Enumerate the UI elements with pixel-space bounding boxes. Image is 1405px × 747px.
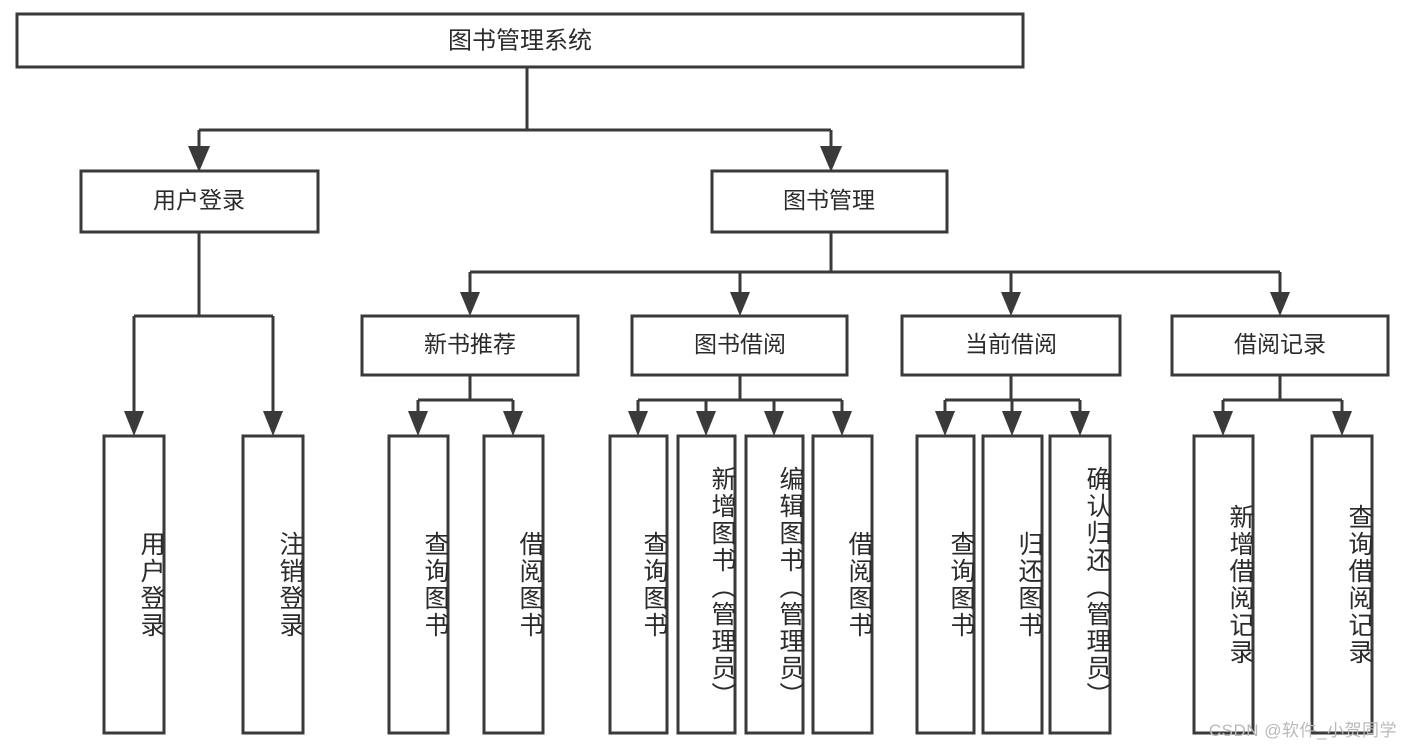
arrow-icon-user-login	[188, 146, 210, 172]
arrow-icon-leaf-query-book-2	[628, 411, 648, 436]
node-new-book-recommend-box[interactable]	[360, 314, 580, 377]
arrow-icon-book-borrow	[730, 292, 750, 316]
arrow-icon-current-borrow	[1001, 292, 1021, 316]
arrow-icon-leaf-edit-book	[764, 411, 784, 436]
leaf-box-query-record[interactable]	[1310, 434, 1374, 735]
leaf-box-logout-login[interactable]	[241, 434, 305, 735]
node-current-borrow[interactable]: 当前借阅	[900, 314, 1122, 377]
arrow-icon-leaf-add-record	[1213, 411, 1233, 436]
node-book-management-label: 图书管理	[783, 187, 875, 213]
arrow-icon-leaf-confirm-return	[1070, 411, 1090, 436]
node-root-label: 图书管理系统	[448, 27, 592, 54]
node-user-login-label: 用户登录	[153, 187, 245, 213]
leaf-box-query-book-2[interactable]	[608, 434, 669, 735]
node-user-login-box[interactable]	[79, 169, 320, 234]
leaf-box-group	[102, 434, 1374, 735]
leaf-box-query-book-3[interactable]	[915, 434, 976, 735]
node-book-borrow-box[interactable]	[630, 314, 849, 377]
connector-group	[132, 67, 1344, 413]
node-root[interactable]: 图书管理系统	[15, 12, 1025, 69]
node-new-book-recommend[interactable]: 新书推荐	[360, 314, 580, 377]
leaf-box-confirm-return[interactable]	[1048, 434, 1112, 735]
node-root-box[interactable]	[15, 12, 1025, 69]
arrow-icon-leaf-borrow-book-1	[503, 411, 523, 436]
node-book-borrow-label: 图书借阅	[694, 331, 786, 357]
arrow-icon-leaf-user-login	[124, 411, 144, 436]
arrowhead-group	[124, 146, 1352, 436]
node-new-book-recommend-label: 新书推荐	[424, 331, 516, 357]
arrow-icon-leaf-query-book-1	[408, 411, 428, 436]
node-current-borrow-label: 当前借阅	[965, 331, 1057, 357]
node-borrow-record-label: 借阅记录	[1234, 331, 1326, 357]
leaf-box-add-book[interactable]	[676, 434, 737, 735]
leaf-box-query-book-1[interactable]	[387, 434, 450, 735]
watermark-text: CSDN @软件_小贺同学	[1208, 721, 1397, 740]
arrow-icon-leaf-return-book	[1002, 411, 1022, 436]
arrow-icon-book-management	[820, 146, 842, 172]
arrow-icon-leaf-logout-login	[263, 411, 283, 436]
node-book-borrow[interactable]: 图书借阅	[630, 314, 849, 377]
arrow-icon-new-book-recommend	[460, 292, 480, 316]
node-book-management-box[interactable]	[710, 169, 949, 234]
node-current-borrow-box[interactable]	[900, 314, 1122, 377]
arrow-icon-leaf-query-record	[1332, 411, 1352, 436]
leaf-box-borrow-book-1[interactable]	[482, 434, 545, 735]
node-borrow-record[interactable]: 借阅记录	[1170, 314, 1390, 377]
leaf-box-edit-book[interactable]	[744, 434, 805, 735]
arrow-icon-borrow-record	[1270, 292, 1290, 316]
leaf-box-borrow-book-2[interactable]	[811, 434, 874, 735]
leaf-box-add-record[interactable]	[1192, 434, 1255, 735]
arrow-icon-leaf-query-book-3	[935, 411, 955, 436]
node-book-management[interactable]: 图书管理	[710, 169, 949, 234]
arrow-icon-leaf-borrow-book-2	[832, 411, 852, 436]
node-borrow-record-box[interactable]	[1170, 314, 1390, 377]
node-user-login[interactable]: 用户登录	[79, 169, 320, 234]
leaf-box-return-book[interactable]	[981, 434, 1044, 735]
arrow-icon-leaf-add-book	[696, 411, 716, 436]
leaf-box-user-login[interactable]	[102, 434, 166, 735]
